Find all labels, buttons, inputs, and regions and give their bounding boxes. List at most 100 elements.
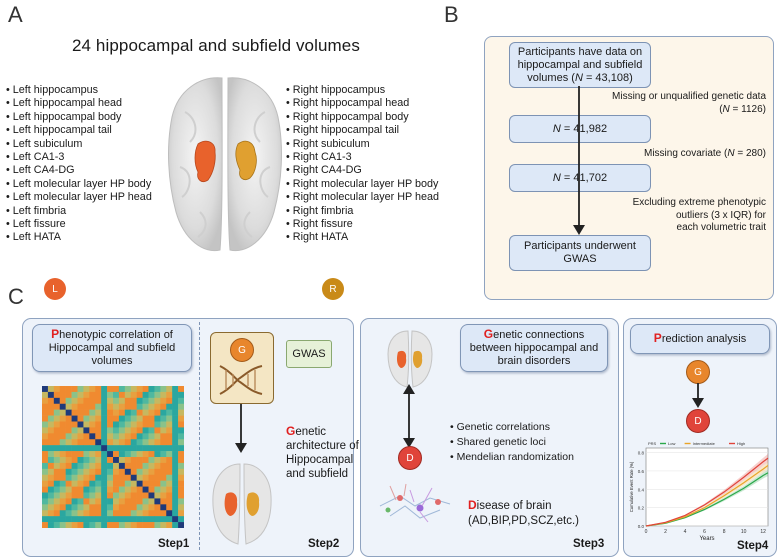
heatmap-cell [101, 386, 108, 393]
heatmap-cell [154, 445, 161, 452]
heatmap-cell [101, 516, 108, 523]
heatmap-cell [77, 510, 84, 517]
heatmap-cell [101, 486, 108, 493]
heatmap-cell [95, 427, 102, 434]
heatmap-cell [83, 474, 90, 481]
heatmap-cell [65, 415, 72, 422]
heatmap-cell [101, 462, 108, 470]
heatmap-cell [172, 445, 179, 452]
heatmap-cell [142, 498, 149, 505]
heatmap-cell [107, 492, 114, 499]
heatmap-cell [136, 415, 143, 422]
heatmap-cell [95, 468, 102, 476]
heatmap-cell [42, 397, 49, 405]
left-volume-item: Left molecular layer HP head [6, 191, 152, 204]
heatmap-cell [148, 386, 155, 393]
heatmap-cell [160, 391, 167, 399]
chart-y-tick-label: 0.0 [638, 524, 645, 529]
heatmap-cell [53, 457, 61, 464]
heatmap-cell [148, 397, 155, 405]
flow-box-gwas-line2: GWAS [563, 253, 597, 265]
heatmap-cell [83, 486, 90, 493]
heatmap-cell [160, 504, 167, 511]
heatmap-cell [136, 421, 143, 428]
heatmap-cell [77, 391, 84, 399]
heatmap-cell [71, 421, 78, 428]
heatmap-cell [130, 415, 137, 422]
heatmap-cell [148, 516, 155, 523]
heatmap-cell [130, 439, 137, 446]
heatmap-cell [47, 451, 55, 458]
heatmap-cell [83, 433, 90, 440]
chart-legend-label: Intermediate [693, 441, 716, 446]
heatmap-cell [124, 457, 132, 464]
heatmap-cell [77, 433, 84, 440]
heatmap-cell [142, 439, 149, 446]
heatmap-cell [89, 504, 96, 511]
right-hemisphere-badge: R [322, 278, 344, 300]
heatmap-cell [172, 415, 179, 422]
heatmap-cell [53, 403, 61, 410]
heatmap-cell [107, 391, 114, 399]
step1-line1: Phenotypic correlation of [51, 327, 173, 342]
heatmap-cell [65, 492, 72, 499]
heatmap-cell [166, 480, 173, 487]
heatmap-cell [59, 522, 66, 528]
heatmap-cell [136, 397, 143, 405]
heatmap-cell [124, 386, 132, 393]
heatmap-cell [101, 457, 108, 464]
heatmap-cell [148, 445, 155, 452]
heatmap-cell [130, 421, 137, 428]
heatmap-cell [89, 468, 96, 476]
left-volume-list: Left hippocampusLeft hippocampal headLef… [6, 84, 152, 245]
heatmap-cell [172, 457, 179, 464]
heatmap-cell [113, 415, 120, 422]
heatmap-cell [107, 468, 114, 476]
heatmap-cell [53, 468, 61, 476]
heatmap-cell [47, 457, 55, 464]
heatmap-cell [113, 462, 120, 470]
flow-note-genetic-line1: Missing or unqualified genetic data [612, 91, 766, 102]
heatmap-cell [71, 386, 78, 393]
heatmap-cell [130, 510, 137, 517]
gene-g-badge: G [230, 338, 254, 362]
heatmap-cell [47, 386, 55, 393]
heatmap-cell [42, 504, 49, 511]
heatmap-cell [65, 386, 72, 393]
heatmap-cell [136, 480, 143, 487]
heatmap-cell [77, 386, 84, 393]
heatmap-cell [178, 516, 184, 523]
dna-icon [219, 365, 263, 395]
heatmap-cell [130, 397, 137, 405]
heatmap-cell [118, 462, 126, 470]
heatmap-cell [113, 474, 120, 481]
heatmap-cell [83, 421, 90, 428]
heatmap-cell [71, 415, 78, 422]
heatmap-cell [89, 462, 96, 470]
heatmap-cell [107, 474, 114, 481]
heatmap-cell [124, 451, 132, 458]
heatmap-cell [118, 397, 126, 405]
heatmap-cell [148, 492, 155, 499]
heatmap-cell [83, 386, 90, 393]
heatmap-cell [53, 427, 61, 434]
chart-y-tick-label: 0.2 [638, 506, 645, 511]
heatmap-cell [142, 415, 149, 422]
heatmap-cell [89, 498, 96, 505]
heatmap-cell [89, 445, 96, 452]
heatmap-cell [65, 522, 72, 528]
heatmap-cell [101, 445, 108, 452]
heatmap-cell [47, 415, 55, 422]
step2-arrow [235, 404, 247, 453]
heatmap-cell [95, 504, 102, 511]
left-volume-item: Left fissure [6, 218, 152, 231]
heatmap-cell [95, 433, 102, 440]
heatmap-cell [42, 415, 49, 422]
heatmap-cell [89, 397, 96, 405]
step2-line1: Genetic [286, 424, 327, 438]
flow-box-after-covariate: N = 41,702 [509, 164, 651, 192]
heatmap-cell [89, 409, 96, 416]
heatmap-cell [118, 457, 126, 464]
heatmap-cell [65, 480, 72, 487]
